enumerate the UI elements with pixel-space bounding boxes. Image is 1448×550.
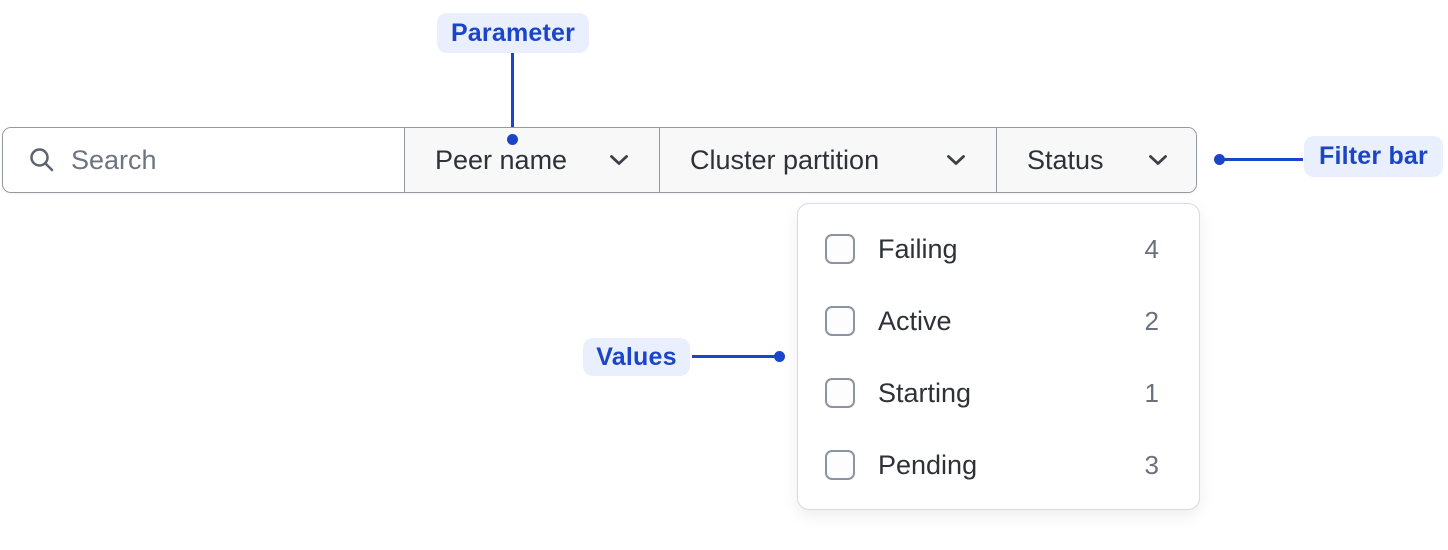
checkbox-failing[interactable] <box>825 234 855 264</box>
annotation-values-connector-line <box>692 355 776 358</box>
status-option-active-count: 2 <box>1144 305 1159 336</box>
dropdown-cluster-partition[interactable]: Cluster partition <box>659 128 996 192</box>
status-option-starting-count: 1 <box>1144 377 1159 408</box>
annotation-filter-bar-badge: Filter bar <box>1304 136 1443 177</box>
dropdown-status[interactable]: Status <box>996 128 1196 192</box>
annotation-filter-bar-dot <box>1214 154 1225 165</box>
chevron-down-icon <box>946 154 966 166</box>
status-option-active[interactable]: Active 2 <box>798 285 1199 357</box>
search-input[interactable] <box>71 144 371 176</box>
dropdown-cluster-partition-label: Cluster partition <box>690 144 880 175</box>
chevron-down-icon <box>609 154 629 166</box>
annotation-parameter-dot <box>507 134 518 145</box>
chevron-down-icon <box>1148 154 1168 166</box>
search-icon <box>28 146 56 174</box>
status-option-starting-label: Starting <box>878 377 972 408</box>
dropdown-status-label: Status <box>1027 144 1104 175</box>
annotation-parameter-badge: Parameter <box>437 13 589 53</box>
status-option-failing-count: 4 <box>1144 233 1159 264</box>
status-dropdown-panel: Failing 4 Active 2 Starting 1 Pending 3 <box>797 203 1200 510</box>
filter-bar: Peer name Cluster partition Status <box>2 127 1197 193</box>
annotation-filter-bar-connector-line <box>1222 158 1303 161</box>
status-option-pending-label: Pending <box>878 449 978 480</box>
dropdown-peer-name[interactable]: Peer name <box>404 128 659 192</box>
status-option-failing[interactable]: Failing 4 <box>798 213 1199 285</box>
status-option-failing-label: Failing <box>878 233 958 264</box>
checkbox-pending[interactable] <box>825 450 855 480</box>
annotation-values-badge: Values <box>583 338 690 376</box>
annotation-parameter-connector-line <box>511 53 514 139</box>
annotation-values-dot <box>774 351 785 362</box>
checkbox-starting[interactable] <box>825 378 855 408</box>
status-option-active-label: Active <box>878 305 952 336</box>
status-option-pending[interactable]: Pending 3 <box>798 429 1199 501</box>
dropdown-peer-name-label: Peer name <box>435 144 568 175</box>
status-option-pending-count: 3 <box>1144 449 1159 480</box>
status-option-starting[interactable]: Starting 1 <box>798 357 1199 429</box>
search-field[interactable] <box>3 128 404 192</box>
checkbox-active[interactable] <box>825 306 855 336</box>
